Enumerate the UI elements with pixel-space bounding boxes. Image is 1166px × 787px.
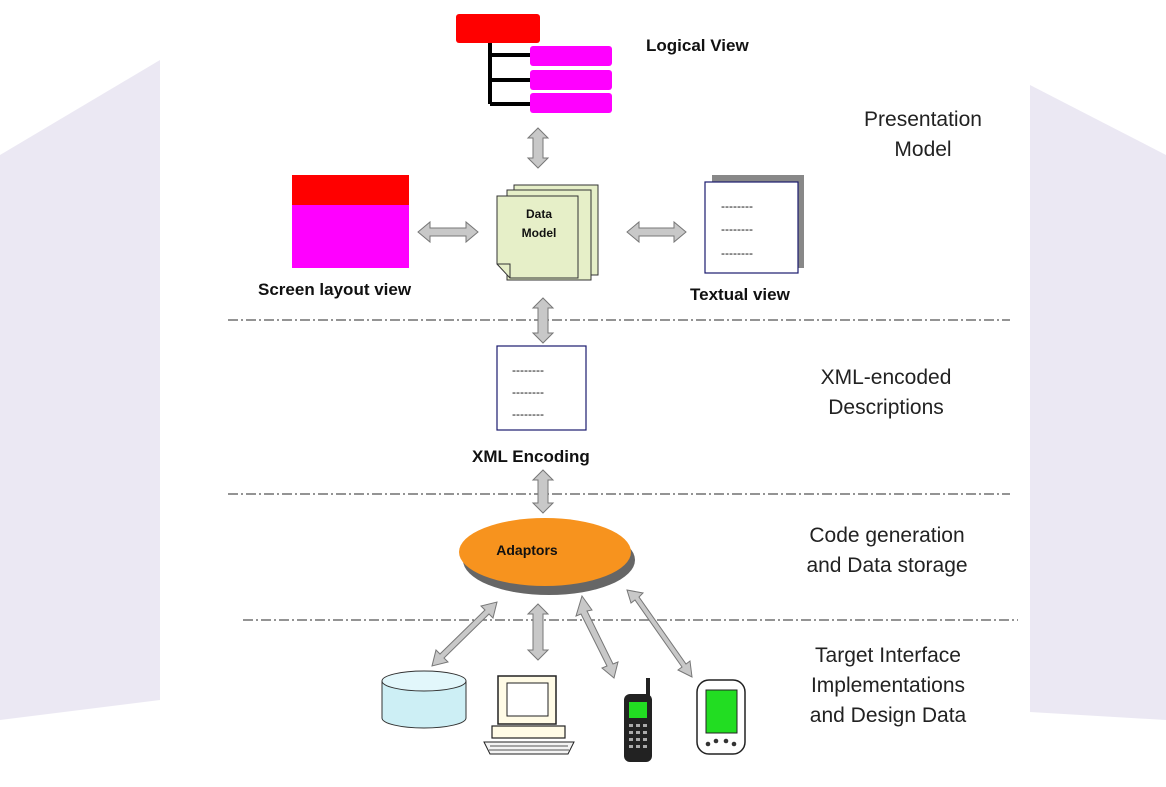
arrow-adaptors-phone xyxy=(575,594,619,679)
textual-doc-line-1: -------- xyxy=(721,199,753,213)
textual-view-label: Textual view xyxy=(690,285,790,304)
arrow-xml-adaptors xyxy=(531,469,555,514)
arrow-datamodel-textual xyxy=(626,220,687,244)
layer-presentation-line-2: Model xyxy=(894,138,952,161)
watermark-background xyxy=(0,60,1166,720)
pda-icon xyxy=(696,679,746,755)
layer-xml-line-1: XML-encoded xyxy=(820,366,952,389)
xml-doc-line-3: -------- xyxy=(512,407,544,421)
connector-arrows xyxy=(417,127,693,679)
desktop-computer-icon xyxy=(483,675,575,755)
database-icon xyxy=(381,670,467,729)
layer-target-interface: Target Interface Implementations and Des… xyxy=(780,641,996,731)
layer-presentation-line-1: Presentation xyxy=(864,108,982,131)
xml-doc-line-1: -------- xyxy=(512,363,544,377)
arrow-datamodel-xml xyxy=(531,297,555,344)
mobile-phone-icon xyxy=(624,678,652,762)
layer-target-line-2: Implementations xyxy=(810,674,966,697)
logical-view-label: Logical View xyxy=(646,36,749,55)
layer-target-line-1: Target Interface xyxy=(815,644,961,667)
arrow-adaptors-database xyxy=(431,601,498,667)
data-model-icon xyxy=(496,184,599,281)
textual-doc-line-2: -------- xyxy=(721,222,753,236)
data-model-label-2: Model xyxy=(522,226,557,240)
textual-doc-line-3: -------- xyxy=(721,246,753,260)
arrow-logical-datamodel xyxy=(526,127,550,169)
layer-code-line-1: Code generation xyxy=(809,524,965,547)
layer-code-line-2: and Data storage xyxy=(806,554,968,577)
adaptors-label: Adaptors xyxy=(496,542,558,558)
textual-document-icon xyxy=(704,175,804,274)
xml-document-icon xyxy=(496,345,587,431)
layer-target-line-3: and Design Data xyxy=(809,704,967,727)
xml-doc-line-2: -------- xyxy=(512,385,544,399)
arrow-adaptors-computer xyxy=(526,603,550,661)
layer-separators xyxy=(228,319,1018,621)
adaptors-ellipse xyxy=(459,518,635,595)
screen-layout-view-label: Screen layout view xyxy=(258,280,412,299)
xml-encoding-label: XML Encoding xyxy=(472,447,590,466)
data-model-label-1: Data xyxy=(526,207,552,221)
screen-layout-icon xyxy=(292,175,409,268)
layer-xml-line-2: Descriptions xyxy=(828,396,944,419)
logical-view-icon xyxy=(456,14,612,113)
layer-code-generation: Code generation and Data storage xyxy=(782,521,992,581)
layer-presentation-model: Presentation Model xyxy=(843,105,1003,165)
arrow-screen-datamodel xyxy=(417,220,479,244)
layer-xml-descriptions: XML-encoded Descriptions xyxy=(796,363,976,423)
arrow-adaptors-pda xyxy=(626,589,693,678)
